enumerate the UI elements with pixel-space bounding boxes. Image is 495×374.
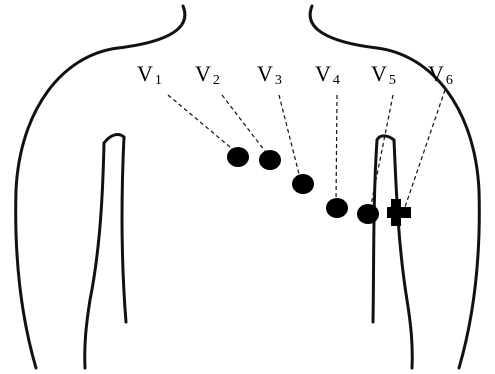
torso-left-outline [16,6,185,368]
electrode-v3 [292,174,314,194]
electrode-v5 [357,204,379,224]
lead-line-v4 [336,95,337,203]
lead-line-v6 [405,90,445,207]
lead-line-v3 [279,95,300,178]
electrode-v4 [326,198,348,218]
lead-line-v1 [168,95,236,152]
electrode-v1 [227,147,249,167]
lead-line-v5 [370,95,393,210]
electrode-v6 [387,199,411,226]
right-arm-outline [373,136,412,368]
electrode-v2 [259,150,281,170]
left-arm-outline [85,135,126,368]
